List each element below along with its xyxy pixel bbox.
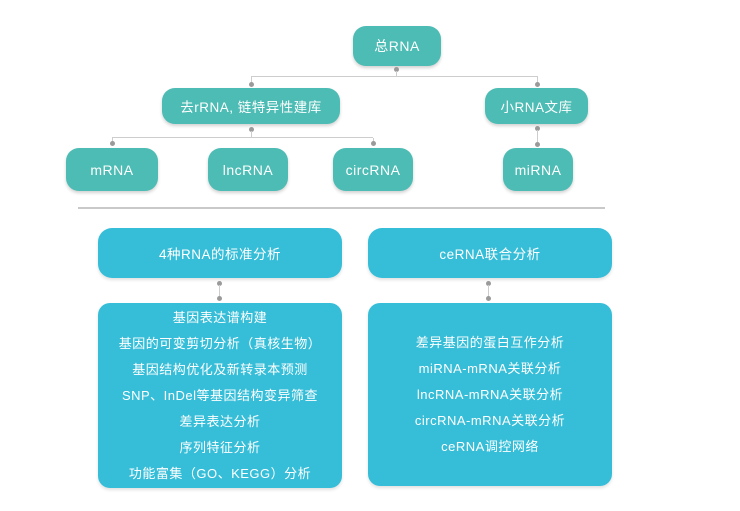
connector-line	[219, 285, 220, 297]
analysis-item: miRNA-mRNA关联分析	[418, 360, 562, 376]
standard-analysis-header: 4种RNA的标准分析	[98, 228, 342, 278]
node-total-rna: 总RNA	[353, 26, 441, 66]
analysis-item: 差异基因的蛋白互作分析	[415, 334, 565, 350]
connector-dot	[535, 142, 540, 147]
connector-line	[112, 137, 373, 138]
connector-line	[251, 77, 252, 83]
analysis-item: SNP、InDel等基因结构变异筛查	[121, 387, 319, 403]
section-divider	[78, 207, 605, 209]
connector-line	[251, 131, 252, 137]
connector-dot	[535, 126, 540, 131]
node-lncrna: lncRNA	[208, 148, 288, 191]
node-mirna: miRNA	[503, 148, 573, 191]
connector-dot	[217, 281, 222, 286]
connector-line	[251, 76, 538, 77]
connector-line	[537, 130, 538, 142]
connector-line	[373, 138, 374, 142]
analysis-item: 基因结构优化及新转录本预测	[132, 361, 308, 377]
connector-dot	[217, 296, 222, 301]
analysis-item: lncRNA-mRNA关联分析	[416, 386, 564, 402]
analysis-item: 基因表达谱构建	[172, 309, 268, 325]
connector-dot	[394, 67, 399, 72]
node-mrna: mRNA	[66, 148, 158, 191]
connector-dot	[486, 296, 491, 301]
analysis-item: 基因的可变剪切分析（真核生物）	[118, 335, 322, 351]
analysis-item: 序列特征分析	[179, 439, 261, 455]
node-circrna: circRNA	[333, 148, 413, 191]
standard-analysis-panel: 基因表达谱构建 基因的可变剪切分析（真核生物） 基因结构优化及新转录本预测 SN…	[98, 303, 342, 488]
connector-dot	[110, 141, 115, 146]
analysis-item: 功能富集（GO、KEGG）分析	[128, 465, 312, 481]
node-rrna-depletion-library: 去rRNA, 链特异性建库	[162, 88, 340, 124]
connector-line	[396, 71, 397, 76]
connector-line	[488, 285, 489, 297]
connector-dot	[371, 141, 376, 146]
cerna-analysis-panel: 差异基因的蛋白互作分析 miRNA-mRNA关联分析 lncRNA-mRNA关联…	[368, 303, 612, 486]
analysis-item: ceRNA调控网络	[441, 438, 539, 454]
connector-dot	[535, 82, 540, 87]
connector-dot	[249, 127, 254, 132]
connector-line	[112, 138, 113, 142]
connector-line	[537, 77, 538, 83]
node-small-rna-library: 小RNA文库	[485, 88, 588, 124]
connector-dot	[486, 281, 491, 286]
analysis-item: 差异表达分析	[179, 413, 261, 429]
cerna-analysis-header: ceRNA联合分析	[368, 228, 612, 278]
analysis-item: circRNA-mRNA关联分析	[414, 412, 566, 428]
connector-dot	[249, 82, 254, 87]
